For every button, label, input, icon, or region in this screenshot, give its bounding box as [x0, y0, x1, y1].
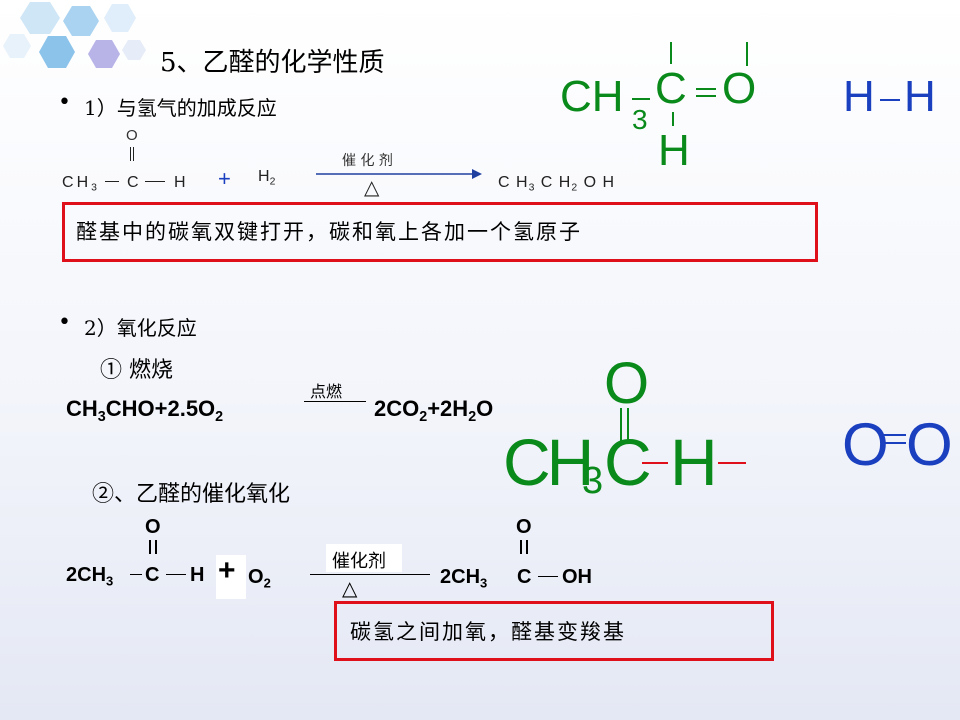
eq1-double-bond — [130, 147, 134, 161]
cat-right: 2CH3 — [440, 566, 488, 591]
model-bond — [696, 95, 716, 97]
mid-bond-red — [718, 462, 746, 464]
bond — [538, 576, 558, 577]
hh-bond — [880, 99, 900, 101]
cat-left: 2CH3 — [66, 564, 114, 589]
eq1-heat: △ — [364, 175, 380, 199]
eq1-arrow — [316, 169, 482, 179]
cat-heat: △ — [342, 576, 358, 600]
model-bond — [632, 98, 650, 100]
model-oxygen: O — [722, 64, 757, 113]
cat-arrow-line — [310, 574, 430, 575]
eq1-product: C H3 C H2 O H — [498, 174, 616, 194]
hh-h2: H — [904, 72, 936, 121]
eq1-plus: + — [218, 166, 231, 191]
oo-o2: O — [906, 411, 953, 478]
note-2: 碳氢之间加氧，醛基变羧基 — [350, 620, 626, 644]
cat-hydrogen: H — [190, 564, 205, 586]
bullet: • — [58, 310, 71, 335]
double-bond — [520, 540, 528, 554]
oo-bond — [884, 434, 906, 436]
mid-double-bond — [620, 408, 629, 442]
cat-plus: + — [218, 554, 236, 587]
burn-arrow-line — [304, 401, 366, 402]
bullet: • — [58, 90, 71, 115]
catalyst-bg — [326, 544, 402, 572]
page-title: 5、乙醛的化学性质 — [160, 48, 385, 78]
section1-heading: 1）与氢气的加成反应 — [84, 96, 277, 120]
note-box-1 — [62, 202, 818, 262]
oo-o1: O — [842, 411, 889, 478]
decorative-hexagons — [3, 2, 146, 68]
model-carbon: C — [655, 64, 687, 113]
model-bond — [672, 112, 674, 126]
model-bond — [746, 42, 748, 66]
eq1-catalyst: 催 化 剂 — [342, 153, 393, 169]
mid-sub3: 3 — [582, 460, 604, 502]
eq1-carbon: C — [127, 174, 139, 191]
bond — [130, 574, 142, 575]
oo-bond — [884, 442, 906, 444]
bond — [166, 574, 186, 575]
note-1: 醛基中的碳氧双键打开，碳和氧上各加一个氢原子 — [76, 220, 582, 244]
cat-o2: O2 — [248, 566, 271, 591]
model-bond — [696, 88, 716, 90]
section2-heading: 2）氧化反应 — [84, 316, 197, 340]
plus-bg — [216, 555, 246, 599]
burn-condition: 点燃 — [310, 382, 343, 401]
model-hydrogen: H — [658, 126, 690, 175]
note-box-2 — [334, 601, 774, 661]
cat-oxygen-1: O — [145, 516, 161, 538]
eq1-hydrogen: H — [174, 174, 186, 191]
burn-label: ① 燃烧 — [100, 358, 173, 383]
mid-hydrogen: H — [670, 425, 718, 499]
mid-bond-red — [642, 462, 668, 464]
eq1-oxygen: O — [126, 127, 138, 144]
burn-right: 2CO2+2H2O — [374, 396, 494, 425]
eq1-h2: H2 — [258, 168, 276, 188]
cat-carbon: C — [145, 564, 160, 586]
bond — [145, 181, 165, 182]
double-bond — [149, 540, 157, 554]
burn-left: CH3CHO+2.5O2 — [66, 396, 224, 425]
cat-right-oh: OH — [562, 566, 592, 588]
hh-h1: H — [843, 72, 875, 121]
bond — [105, 181, 119, 182]
cat-label: ②、乙醛的催化氧化 — [92, 482, 291, 507]
mid-ch3: CH — [503, 425, 594, 499]
model-sub3: 3 — [632, 104, 648, 135]
mid-oxygen: O — [604, 351, 650, 416]
cat-right-carbon: C — [517, 566, 532, 588]
model-bond — [670, 42, 672, 64]
cat-oxygen-2: O — [516, 516, 532, 538]
model-ch3: CH — [560, 72, 624, 121]
cat-catalyst: 催化剂 — [332, 551, 386, 572]
eq1-reactant: CH3 — [62, 174, 100, 194]
